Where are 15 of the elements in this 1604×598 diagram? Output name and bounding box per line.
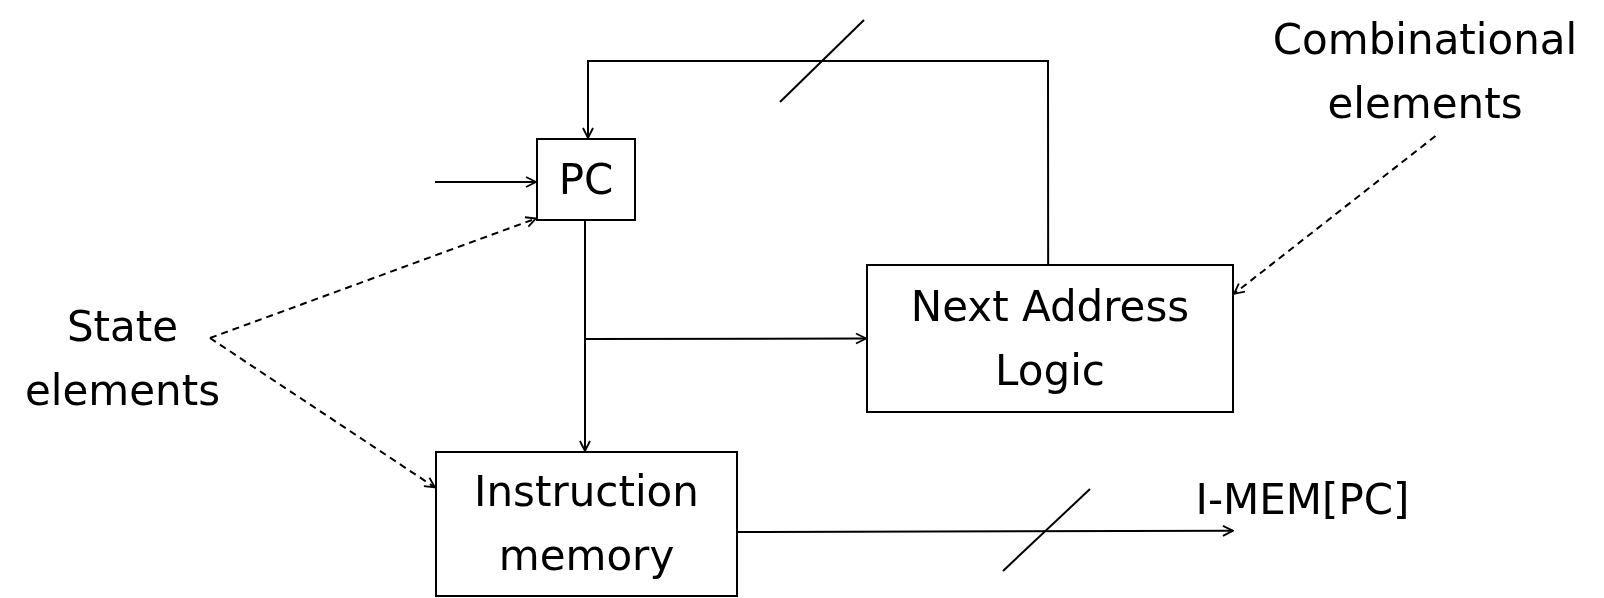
annotation-text: Combinational elements	[1271, 14, 1579, 130]
dashed-arrow	[208, 337, 436, 489]
arrow	[737, 524, 1234, 537]
arrow	[434, 176, 537, 188]
arrow	[582, 60, 1050, 265]
box-label: Instruction memory	[473, 466, 700, 582]
output-label: I-MEM[PC]	[1195, 474, 1410, 526]
memory-box	[435, 451, 738, 597]
annotation-text: State elements	[23, 301, 222, 417]
box-label: Next Address Logic	[909, 280, 1191, 397]
register-box	[536, 138, 636, 221]
box-label: PC	[558, 153, 614, 206]
logic-box	[866, 264, 1234, 413]
dashed-arrow	[208, 216, 537, 339]
dashed-arrow	[1233, 135, 1437, 295]
